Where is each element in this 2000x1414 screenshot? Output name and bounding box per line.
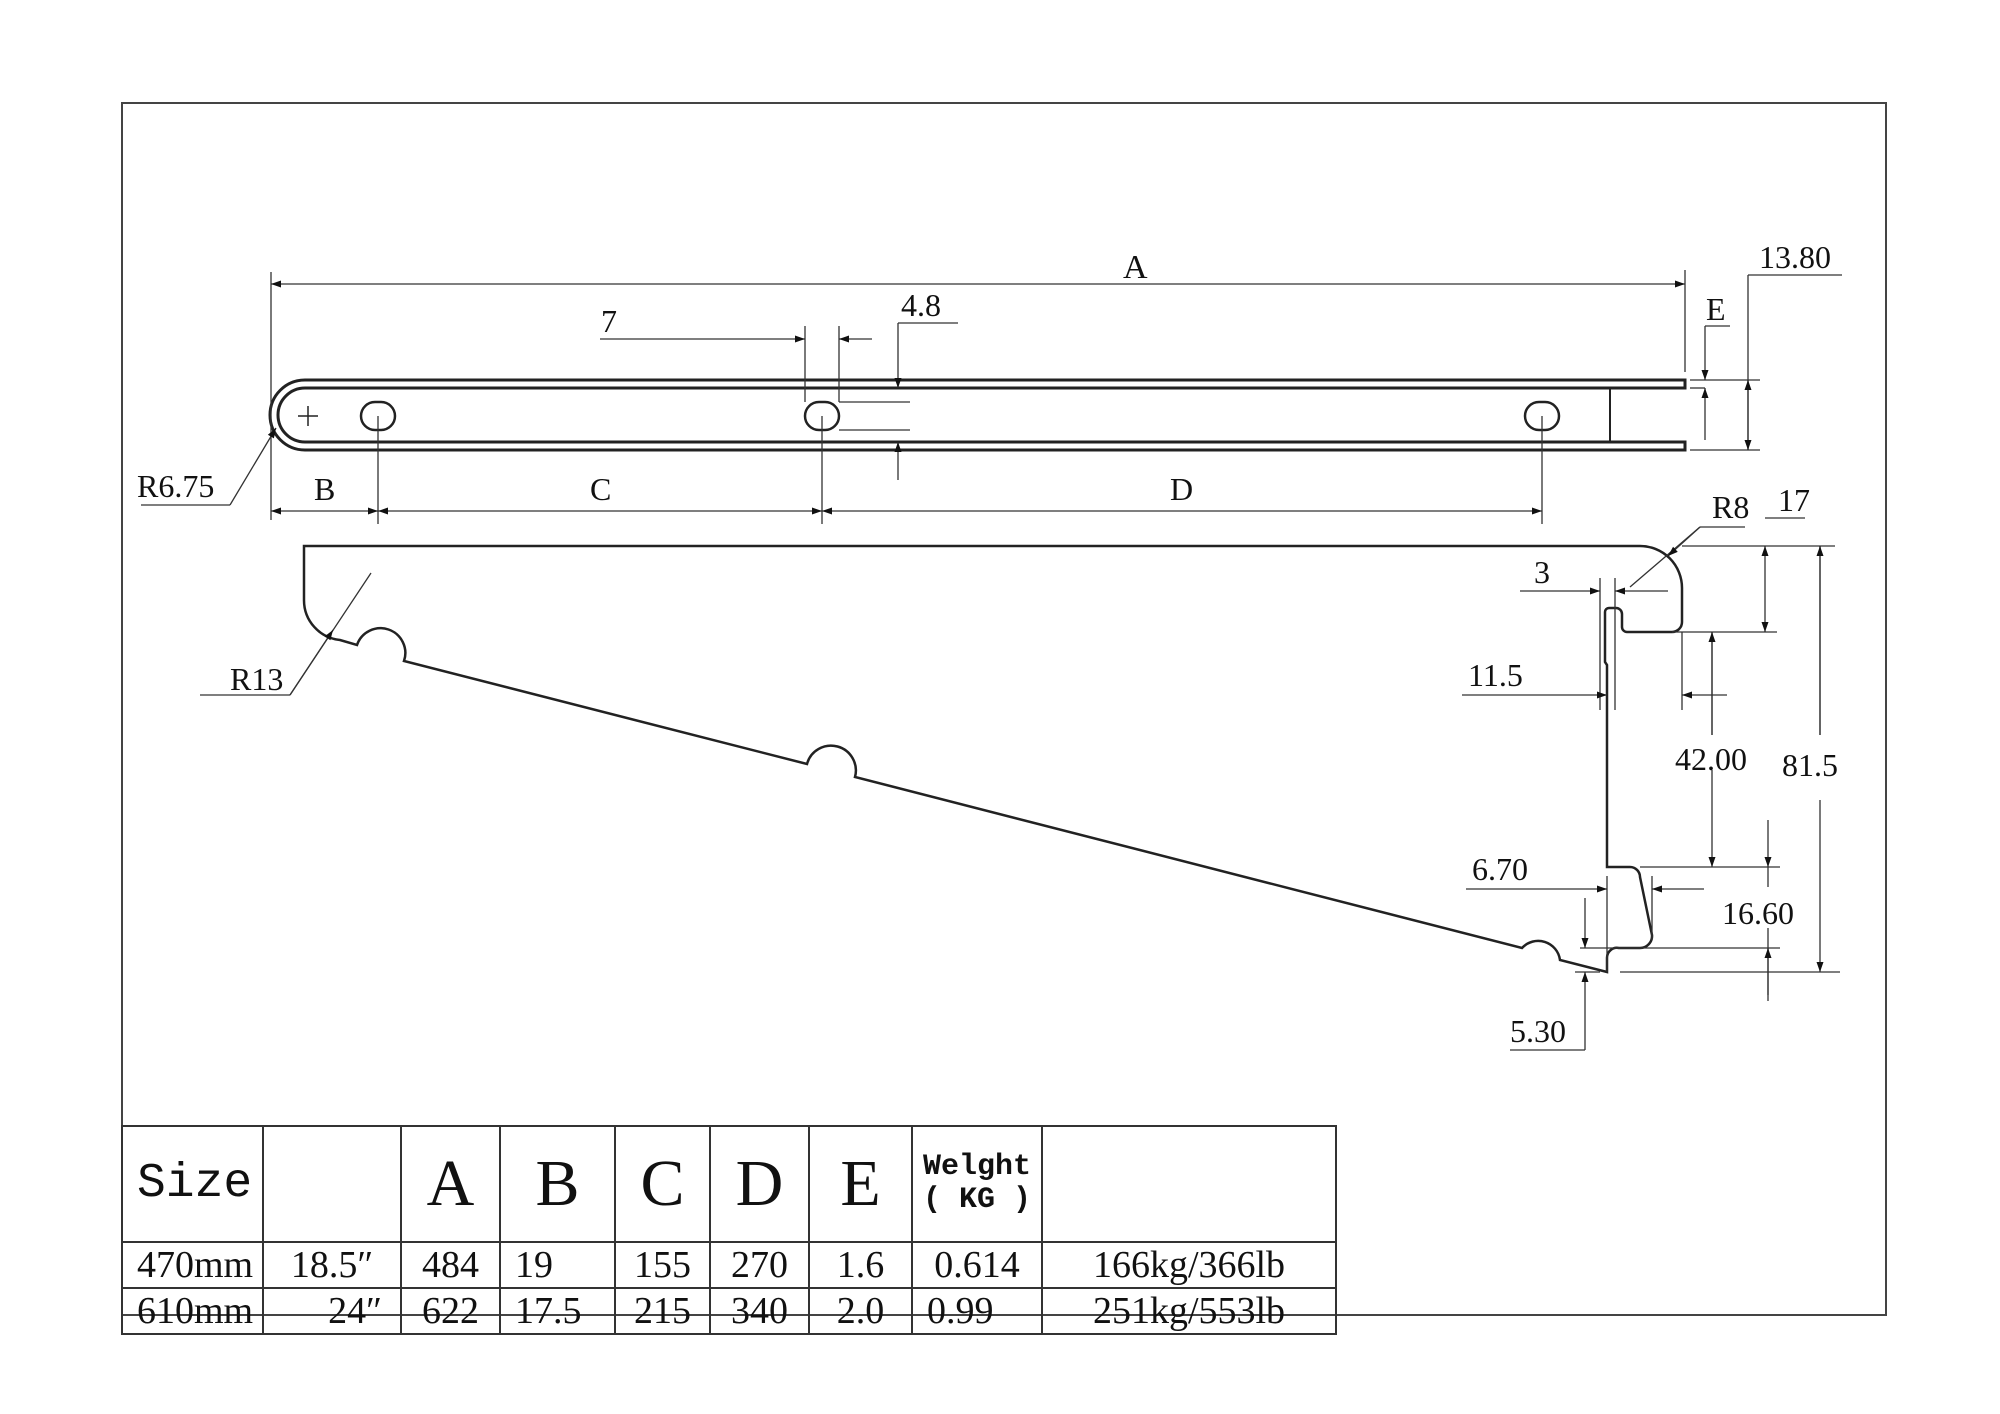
side-view <box>302 544 1684 974</box>
cell-load: 251kg/553lb <box>1041 1287 1337 1335</box>
dim-label-slot-width: 7 <box>601 303 617 339</box>
header-weight-line2: ( KG ) <box>922 1183 1032 1217</box>
side-view-dimensions <box>200 517 1840 1051</box>
top-view-labels: A 7 4.8 13.80 E B C D R6.75 <box>137 239 1831 507</box>
bracket-top-outline <box>268 378 1687 452</box>
dim-label-total-height: 81.5 <box>1782 747 1838 783</box>
cell-c: 215 <box>614 1287 711 1335</box>
dim-label-bottom-offset: 5.30 <box>1510 1013 1566 1049</box>
header-load <box>1041 1125 1337 1243</box>
cell-a: 622 <box>400 1287 501 1335</box>
side-view-labels: R13 R8 17 3 11.5 42.00 81.5 6.70 16.60 5… <box>230 482 1838 1049</box>
dim-label-total-height: 13.80 <box>1759 239 1831 275</box>
cell-inch: 18.5″ <box>262 1241 402 1289</box>
dim-label-end-radius: R6.75 <box>137 468 214 504</box>
dim-label-hook-depth: 17 <box>1778 482 1810 518</box>
top-view <box>268 378 1687 452</box>
cell-d: 270 <box>709 1241 810 1289</box>
cell-e: 2.0 <box>808 1287 913 1335</box>
dim-label-a: A <box>1123 249 1148 286</box>
cell-size: 470mm <box>121 1241 264 1289</box>
header-e: E <box>808 1125 913 1243</box>
header-inch <box>262 1125 402 1243</box>
cell-weight: 0.614 <box>911 1241 1043 1289</box>
cell-weight: 0.99 <box>911 1287 1043 1335</box>
dim-label-hook-radius: R8 <box>1712 489 1749 525</box>
table-header-row: Size A B C D E Welght ( KG ) <box>121 1125 1337 1243</box>
dim-label-b: B <box>314 471 335 507</box>
header-weight: Welght ( KG ) <box>911 1125 1043 1243</box>
cell-c: 155 <box>614 1241 711 1289</box>
center-mark-icon <box>298 406 318 426</box>
header-c: C <box>614 1125 711 1243</box>
dim-label-lower-tab-width: 6.70 <box>1472 851 1528 887</box>
dim-label-c: C <box>590 471 611 507</box>
header-d: D <box>709 1125 810 1243</box>
cell-b: 19 <box>499 1241 616 1289</box>
header-weight-line1: Welght <box>922 1150 1032 1184</box>
header-b: B <box>499 1125 616 1243</box>
table-row: 470mm 18.5″ 484 19 155 270 1.6 0.614 166… <box>121 1241 1337 1289</box>
header-size: Size <box>121 1125 264 1243</box>
cell-size: 610mm <box>121 1287 264 1335</box>
cell-e: 1.6 <box>808 1241 913 1289</box>
dim-label-hook-width: 11.5 <box>1468 657 1523 693</box>
cell-b: 17.5 <box>499 1287 616 1335</box>
dim-label-slot-height: 4.8 <box>901 287 941 323</box>
header-a: A <box>400 1125 501 1243</box>
cell-inch: 24″ <box>262 1287 402 1335</box>
table-row: 610mm 24″ 622 17.5 215 340 2.0 0.99 251k… <box>121 1287 1337 1335</box>
cell-d: 340 <box>709 1287 810 1335</box>
cell-a: 484 <box>400 1241 501 1289</box>
dim-label-d: D <box>1170 471 1193 507</box>
dim-label-lower-tab-height: 16.60 <box>1722 895 1794 931</box>
bracket-side-outline <box>302 544 1684 974</box>
dim-label-hook-gap: 3 <box>1534 554 1550 590</box>
cell-load: 166kg/366lb <box>1041 1241 1337 1289</box>
spec-table: Size A B C D E Welght ( KG ) 470mm 18.5″… <box>121 1125 1337 1335</box>
dim-label-e: E <box>1706 291 1726 327</box>
dim-label-corner-radius: R13 <box>230 661 283 697</box>
top-view-dimensions <box>141 270 1842 524</box>
dim-label-upper-span: 42.00 <box>1675 741 1747 777</box>
